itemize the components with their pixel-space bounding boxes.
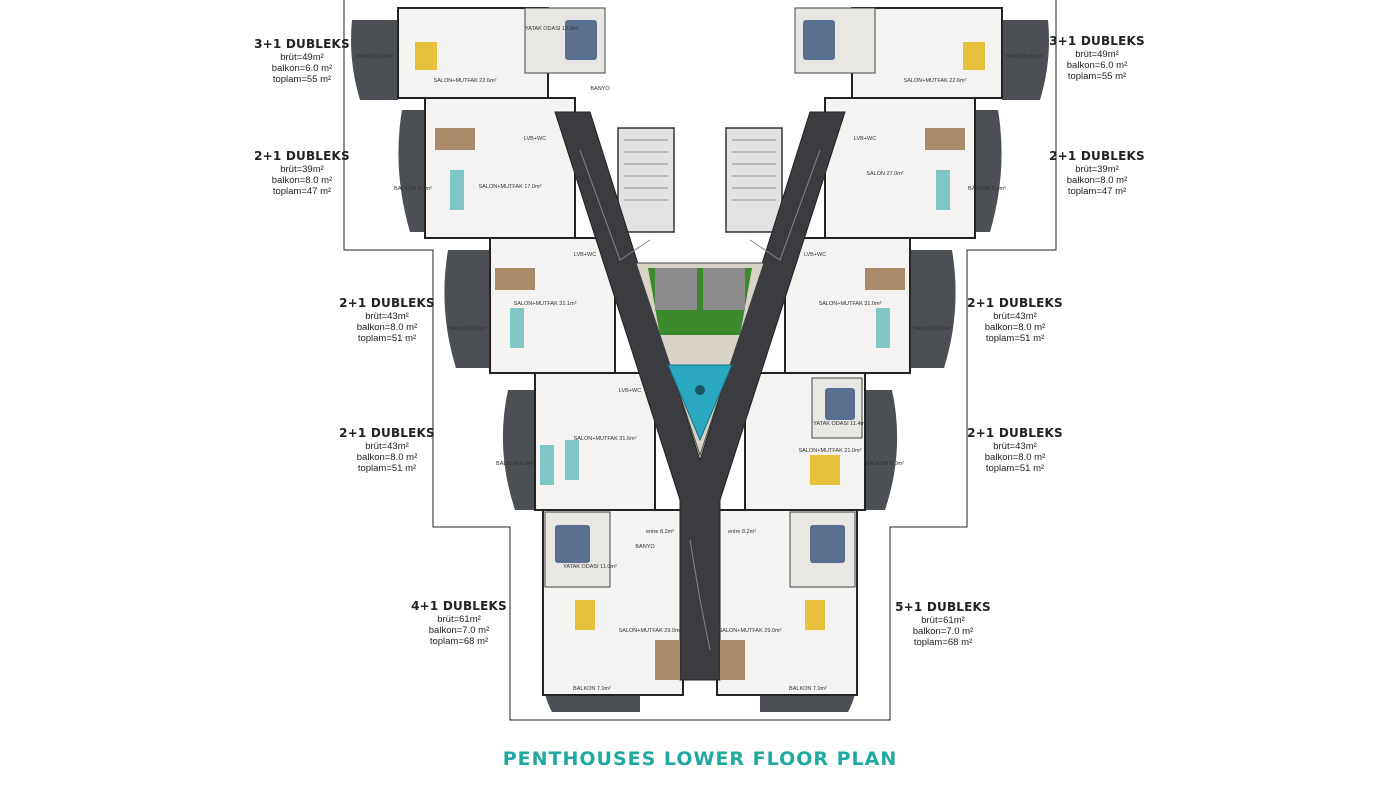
room-label: BALKON 8.0m² [394,186,432,192]
unit-balkon: balkon=8.0 m² [1066,175,1128,186]
room-label: SALON+MUTFAK 17.0m² [479,184,542,190]
room-label: SALON+MUTFAK 29.0m² [719,628,782,634]
unit-toplam: toplam=51 m² [357,333,417,344]
unit-brut: brüt=49m² [1075,49,1119,60]
room-label: YATAK ODASI 11.0m² [563,564,617,570]
unit-balkon: balkon=7.0 m² [428,625,490,636]
unit-balkon: balkon=8.0 m² [356,452,418,463]
unit-info-left-4: 2+1 DUBLEKS brüt=43m² balkon=8.0 m² topl… [312,426,462,474]
room-label: LVB+WC [619,388,641,394]
unit-info-left-2: 2+1 DUBLEKS brüt=39m² balkon=8.0 m² topl… [227,149,377,197]
unit-title: 3+1 DUBLEKS [1049,34,1145,48]
room-label: BALKON 8.0m² [913,326,951,332]
unit-toplam: toplam=55 m² [272,74,332,85]
beds [555,20,855,563]
room-label: BALKON 7.0m² [573,686,611,692]
room-label: LVB+WC [804,252,826,258]
pool [667,364,733,442]
unit-brut: brüt=43m² [993,441,1037,452]
unit-brut: brüt=39m² [1075,164,1119,175]
room-label: LVB+WC [854,136,876,142]
room-label: entre 8.2m² [646,529,674,535]
room-label: BALKON 8.0m² [968,186,1006,192]
unit-toplam: toplam=47 m² [272,186,332,197]
room-label: SALON+MUTFAK 22.6m² [904,78,967,84]
unit-toplam: toplam=68 m² [913,637,973,648]
room-label: YATAK ODASI 12.0m² [525,26,579,32]
room-label: BANYO [635,544,655,550]
unit-balkon: balkon=8.0 m² [984,452,1046,463]
room-label: YATAK ODASI 11.4m² [813,421,867,427]
unit-balkon: balkon=8.0 m² [271,175,333,186]
unit-title: 2+1 DUBLEKS [967,426,1063,440]
unit-title: 3+1 DUBLEKS [254,37,350,51]
unit-toplam: toplam=47 m² [1067,186,1127,197]
unit-toplam: toplam=68 m² [429,636,489,647]
unit-brut: brüt=43m² [993,311,1037,322]
unit-info-left-3: 2+1 DUBLEKS brüt=43m² balkon=8.0 m² topl… [312,296,462,344]
unit-toplam: toplam=55 m² [1067,71,1127,82]
room-label: BANYO [590,86,610,92]
room-label: SALON+MUTFAK 21.0m² [799,448,862,454]
room-label: BALKON 8.0m² [866,461,904,467]
unit-balkon: balkon=6.0 m² [271,63,333,74]
room-labels: BALKON 6.0m² BALKON 8.0m² BALKON 8.0m² B… [356,26,1044,692]
room-label: SALON+MUTFAK 22.6m² [434,78,497,84]
unit-brut: brüt=61m² [437,614,481,625]
furniture [415,42,985,630]
unit-title: 2+1 DUBLEKS [967,296,1063,310]
unit-title: 4+1 DUBLEKS [411,599,507,613]
room-label: SALON+MUTFAK 31.0m² [819,301,882,307]
unit-title: 2+1 DUBLEKS [1049,149,1145,163]
unit-brut: brüt=43m² [365,311,409,322]
unit-info-left-1: 3+1 DUBLEKS brüt=49m² balkon=6.0 m² topl… [227,37,377,85]
stair-cores [617,127,783,233]
unit-brut: brüt=39m² [280,164,324,175]
room-label: BALKON 8.0m² [449,326,487,332]
unit-brut: brüt=61m² [921,615,965,626]
unit-brut: brüt=43m² [365,441,409,452]
unit-balkon: balkon=7.0 m² [912,626,974,637]
unit-brut: brüt=49m² [280,52,324,63]
unit-info-right-2: 2+1 DUBLEKS brüt=39m² balkon=8.0 m² topl… [1022,149,1172,197]
unit-balkon: balkon=8.0 m² [984,322,1046,333]
page-title: PENTHOUSES LOWER FLOOR PLAN [502,748,898,770]
unit-info-right-5: 5+1 DUBLEKS brüt=61m² balkon=7.0 m² topl… [868,600,1018,648]
unit-info-right-1: 3+1 DUBLEKS brüt=49m² balkon=6.0 m² topl… [1022,34,1172,82]
unit-toplam: toplam=51 m² [357,463,417,474]
room-label: LVB+WC [524,136,546,142]
unit-info-right-3: 2+1 DUBLEKS brüt=43m² balkon=8.0 m² topl… [940,296,1090,344]
unit-info-left-5: 4+1 DUBLEKS brüt=61m² balkon=7.0 m² topl… [384,599,534,647]
unit-balkon: balkon=8.0 m² [356,322,418,333]
unit-title: 2+1 DUBLEKS [339,296,435,310]
unit-toplam: toplam=51 m² [985,333,1045,344]
room-label: SALON+MUTFAK 31.1m² [514,301,577,307]
unit-balkon: balkon=6.0 m² [1066,60,1128,71]
site-boundary [343,0,1057,721]
unit-title: 2+1 DUBLEKS [339,426,435,440]
room-label: BALKON 6.0m² [1006,54,1044,60]
unit-toplam: toplam=51 m² [985,463,1045,474]
unit-title: 2+1 DUBLEKS [254,149,350,163]
room-label: BALKON 8.0m² [496,461,534,467]
unit-title: 5+1 DUBLEKS [895,600,991,614]
room-label: SALON+MUTFAK 31.6m² [574,436,637,442]
room-label: SALON 27.0m² [866,171,903,177]
room-label: SALON+MUTFAK 29.0m² [619,628,682,634]
room-label: BALKON 6.0m² [356,54,394,60]
unit-info-right-4: 2+1 DUBLEKS brüt=43m² balkon=8.0 m² topl… [940,426,1090,474]
room-label: entre 8.2m² [728,529,756,535]
room-label: LVB+WC [574,252,596,258]
room-label: BALKON 7.0m² [789,686,827,692]
